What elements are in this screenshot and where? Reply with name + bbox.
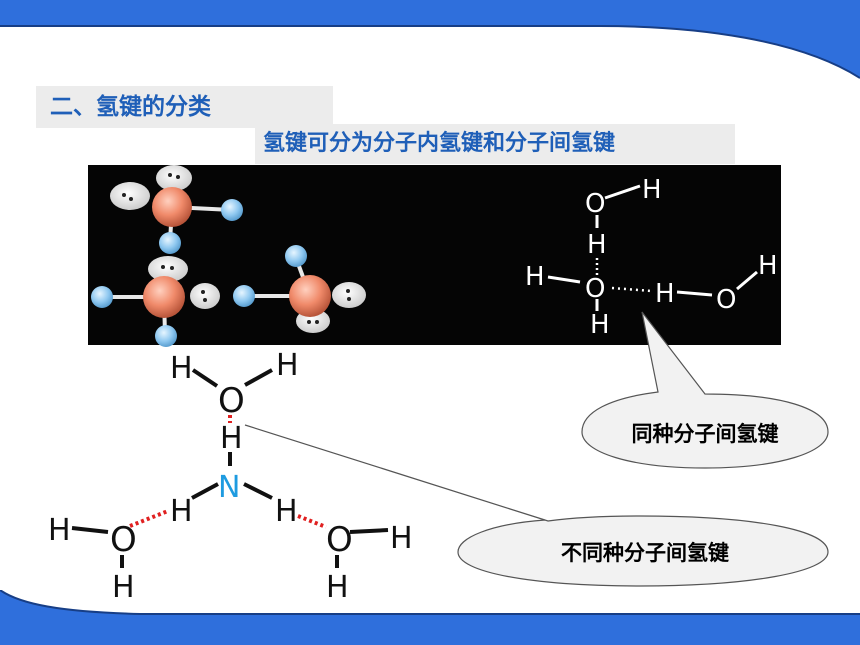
svg-text:O: O — [585, 274, 605, 304]
water-cluster-formula: O H H H O H H O H — [525, 175, 778, 340]
callout-same-label: 同种分子间氢键 — [631, 422, 779, 446]
svg-text:H: H — [48, 513, 71, 548]
section-subheading: 氢键可分为分子内氢键和分子间氢键 — [255, 124, 735, 164]
section-heading: 二、氢键的分类 — [36, 86, 333, 128]
svg-text:O: O — [110, 520, 137, 560]
molecule-model-bottom-right — [233, 245, 366, 333]
svg-text:H: H — [112, 570, 135, 605]
svg-text:H: H — [642, 175, 662, 205]
svg-text:O: O — [326, 520, 353, 560]
svg-text:H: H — [170, 494, 193, 529]
svg-text:H: H — [655, 279, 675, 309]
svg-text:H: H — [170, 351, 193, 386]
svg-text:H: H — [275, 494, 298, 529]
callout-diff-bubble — [244, 424, 829, 587]
svg-text:H: H — [758, 251, 778, 281]
svg-text:H: H — [220, 421, 243, 456]
molecule-model-bottom-left — [91, 256, 220, 347]
callout-diff-label: 不同种分子间氢键 — [561, 541, 729, 565]
molecule-image-panel — [88, 165, 781, 345]
callout-same-bubble — [581, 311, 829, 469]
svg-text:O: O — [218, 381, 245, 421]
svg-text:N: N — [218, 470, 240, 505]
svg-text:H: H — [525, 262, 545, 292]
svg-text:O: O — [585, 189, 605, 219]
bottom-band — [0, 590, 860, 645]
molecule-model-top — [110, 165, 243, 254]
svg-text:H: H — [390, 521, 413, 556]
svg-text:H: H — [590, 310, 610, 340]
ammonia-water-formula: H H O H N H H H O H O H H — [48, 348, 413, 605]
top-band — [0, 0, 860, 79]
svg-text:H: H — [276, 348, 299, 383]
svg-text:H: H — [326, 570, 349, 605]
svg-text:H: H — [587, 230, 607, 260]
svg-text:O: O — [716, 285, 736, 315]
